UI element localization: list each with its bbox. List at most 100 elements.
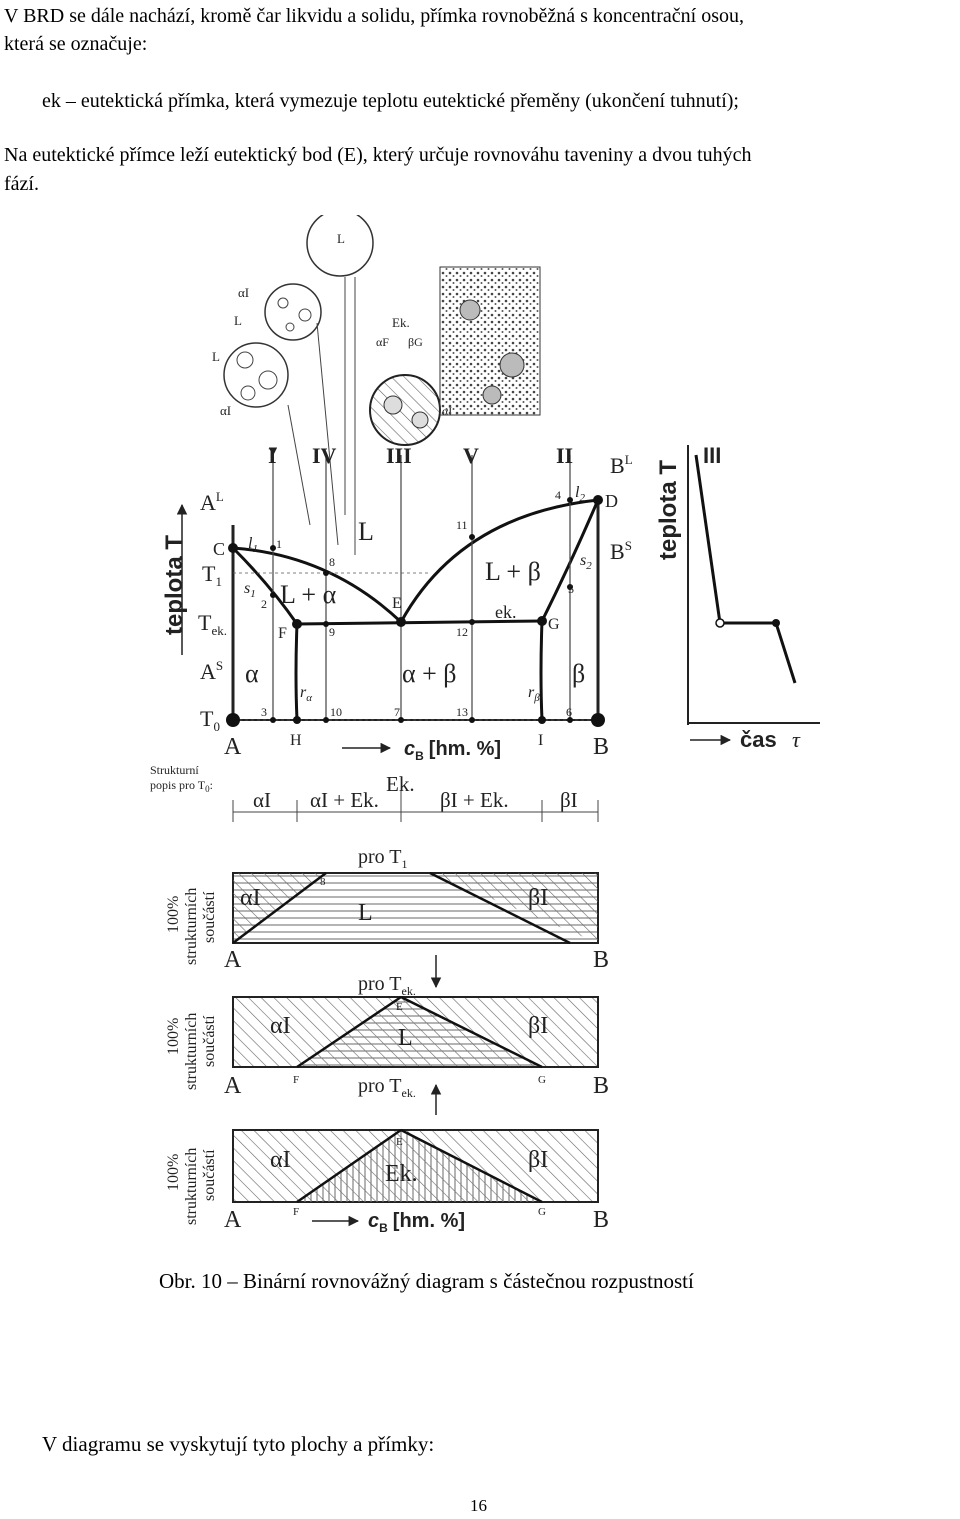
bubble-label-L3: L xyxy=(212,349,220,364)
panel1-L: L xyxy=(358,900,373,926)
num-5: 5 xyxy=(568,582,574,596)
bubble-label-alpha-f: αF xyxy=(376,335,389,349)
bubble-label-L: L xyxy=(337,231,345,246)
phase-diagram-figure: L αI L L αI Ek. αF βG αI xyxy=(150,215,820,1235)
panel3-B: B xyxy=(593,1207,609,1233)
closing-sentence: V diagramu se vyskytují tyto plochy a př… xyxy=(42,1432,435,1456)
point-f: F xyxy=(278,625,287,642)
label-a-s: AS xyxy=(200,658,223,684)
panel3-E: E xyxy=(396,1136,403,1148)
panel-tek-1: pro Tek. E αI L βI F G A B xyxy=(224,955,609,1099)
side1-strukturnich: strukturních xyxy=(183,888,200,965)
panel2-F: F xyxy=(293,1074,299,1086)
num-7: 7 xyxy=(394,705,400,719)
point-g: G xyxy=(548,616,560,633)
region-label-alpha: α xyxy=(245,659,259,688)
panel1-A: A xyxy=(224,947,242,973)
panel2-L: L xyxy=(398,1025,413,1051)
panel1-beta: βI xyxy=(528,885,548,911)
cooling-axis-label: teplota T xyxy=(655,460,682,560)
region-label-ek: ek. xyxy=(495,602,517,622)
panel1-B: B xyxy=(593,947,609,973)
struct-ek: Ek. xyxy=(386,772,415,796)
page-number: 16 xyxy=(470,1496,487,1515)
side1-soucasti: součástí xyxy=(201,891,218,943)
panel2-beta: βI xyxy=(528,1013,548,1039)
region-label-l-alpha: L + α xyxy=(280,580,337,609)
region-label-alpha-beta: α + β xyxy=(402,659,457,688)
label-b-s: BS xyxy=(610,538,632,564)
region-label-l: L xyxy=(358,517,374,546)
paragraph-line-2: fází. xyxy=(4,173,39,195)
panel3-alpha: αI xyxy=(270,1147,291,1173)
side2-strukturnich: strukturních xyxy=(183,1013,200,1090)
definition-ek: ek – eutektická přímka, která vymezuje t… xyxy=(42,90,739,112)
solvus-left xyxy=(294,623,299,721)
eutectic-bubble xyxy=(369,374,441,446)
column-label-iii: III xyxy=(386,443,412,468)
panel2-alpha: αI xyxy=(270,1013,291,1039)
num-12: 12 xyxy=(456,625,468,639)
point-l2: l2 xyxy=(575,484,585,504)
point-i: I xyxy=(538,732,543,749)
axis-label-temperature: teplota T xyxy=(161,535,188,635)
side3-strukturnich: strukturních xyxy=(183,1148,200,1225)
struct-alpha-i-ek: αI + Ek. xyxy=(310,788,379,812)
axis-label-cb: cB[hm. %] xyxy=(404,738,501,763)
side3-100: 100% xyxy=(165,1154,182,1191)
panel2-E: E xyxy=(396,1001,403,1013)
label-tek: Tek. xyxy=(198,610,227,638)
point-r-beta: rβ xyxy=(528,684,540,704)
num-13: 13 xyxy=(456,705,468,719)
panel1-eight: 8 xyxy=(320,876,326,888)
point-r-alpha: rα xyxy=(300,684,312,704)
paragraph-line-1: Na eutektické přímce leží eutektický bod… xyxy=(4,144,752,166)
cooling-column-label: III xyxy=(703,443,721,468)
point-e: E xyxy=(392,595,402,612)
bubble-label-L2: L xyxy=(234,313,242,328)
side1-100: 100% xyxy=(165,896,182,933)
label-a-l: AL xyxy=(200,489,224,515)
point-l1: l1 xyxy=(248,535,258,555)
struct-beta-i: βI xyxy=(560,788,578,812)
point-s1: s1 xyxy=(244,580,256,600)
num-3: 3 xyxy=(261,705,267,719)
column-label-ii: II xyxy=(556,443,573,468)
panel2-G: G xyxy=(538,1074,546,1086)
region-label-l-beta: L + β xyxy=(485,557,541,586)
bubble-label-alpha-i: αI xyxy=(238,285,249,300)
eutectic-line xyxy=(296,619,543,626)
solidus-left xyxy=(231,546,299,625)
struct-alpha-i: αI xyxy=(253,788,271,812)
point-h: H xyxy=(290,732,302,749)
num-9: 9 xyxy=(329,625,335,639)
panel-tek-2: pro Tek. E αI Ek. βI F G A B cB[hm. %] xyxy=(224,1075,609,1235)
axis-a: A xyxy=(224,734,242,760)
liquidus-right xyxy=(399,498,599,623)
struct-beta-i-ek: βI + Ek. xyxy=(440,788,509,812)
panel3-F: F xyxy=(293,1206,299,1218)
point-s2: s2 xyxy=(580,552,592,572)
num-1: 1 xyxy=(276,537,282,551)
panel2-B: B xyxy=(593,1073,609,1099)
liquid-bubble xyxy=(306,215,374,277)
num-11: 11 xyxy=(456,518,468,532)
main-phase-diagram: I IV III V II teplota T AL C T1 Tek. AS … xyxy=(161,443,633,763)
microstructure-bubbles: L αI L L αI Ek. αF βG αI xyxy=(212,215,541,555)
cooling-tau-label: τ xyxy=(792,727,801,752)
label-t1: T1 xyxy=(202,561,222,589)
cooling-time-label: čas xyxy=(740,727,777,752)
struct-title-1: Strukturní xyxy=(150,763,199,777)
column-label-v: V xyxy=(463,443,479,468)
figure-caption: Obr. 10 – Binární rovnovážný diagram s č… xyxy=(159,1269,694,1293)
panel3-axis-cb: cB[hm. %] xyxy=(368,1210,465,1235)
num-10: 10 xyxy=(330,705,342,719)
intro-line-2: která se označuje: xyxy=(4,33,148,55)
panel1-alpha: αI xyxy=(240,885,261,911)
bubble-label-alpha-i-2: αI xyxy=(220,403,231,418)
axis-b: B xyxy=(593,734,609,760)
side2-soucasti: součástí xyxy=(201,1015,218,1067)
panel-side-labels: 100% strukturních součástí 100% struktur… xyxy=(165,888,218,1225)
bubble-label-ek: Ek. xyxy=(392,315,410,330)
column-label-iv: IV xyxy=(312,443,337,468)
